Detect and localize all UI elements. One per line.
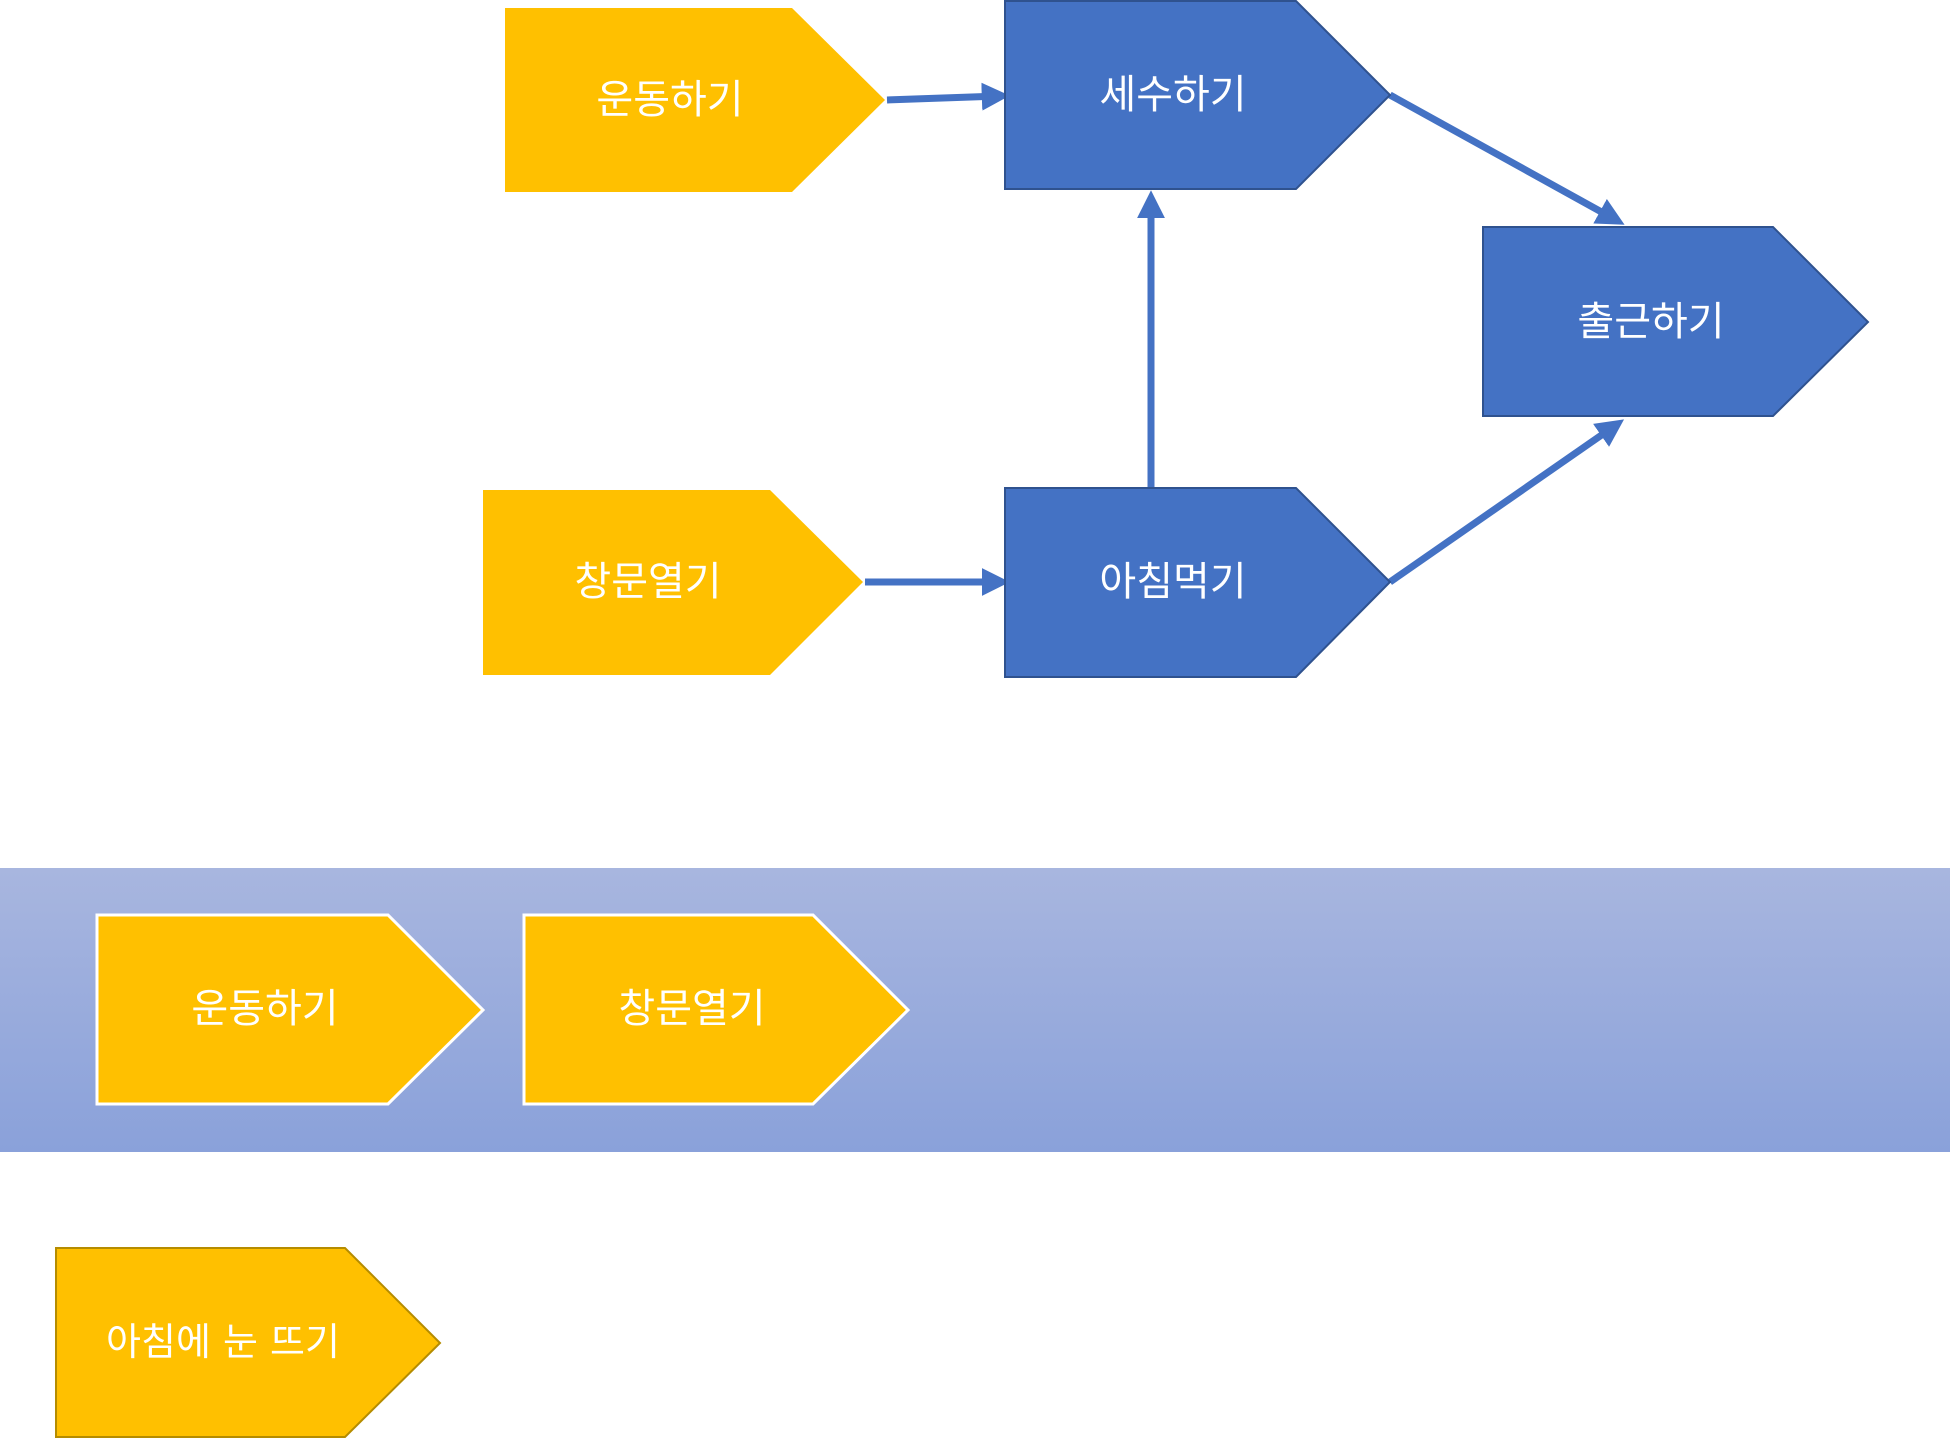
node-window-label: 창문열기 <box>574 559 721 605</box>
node-commute: 출근하기 <box>1482 226 1870 417</box>
band-node-window-label: 창문열기 <box>618 986 765 1032</box>
node-wake-up: 아침에 눈 뜨기 <box>55 1247 442 1438</box>
arrow-wash-to-commute <box>1388 91 1625 225</box>
node-breakfast: 아침먹기 <box>1004 487 1392 678</box>
node-wash: 세수하기 <box>1004 0 1392 190</box>
node-exercise: 운동하기 <box>505 8 885 192</box>
node-wake-up-label: 아침에 눈 뜨기 <box>106 1320 340 1364</box>
node-breakfast-label: 아침먹기 <box>1099 559 1246 605</box>
band-node-exercise-label: 운동하기 <box>191 986 338 1032</box>
node-window: 창문열기 <box>483 490 863 675</box>
arrow-breakfast-to-commute <box>1388 419 1625 585</box>
node-wash-label: 세수하기 <box>1099 72 1246 118</box>
band-node-exercise: 운동하기 <box>95 913 486 1106</box>
node-commute-label: 출근하기 <box>1577 299 1724 345</box>
arrow-exercise-to-wash <box>886 82 1010 111</box>
band-node-window: 창문열기 <box>522 913 911 1106</box>
node-exercise-label: 운동하기 <box>596 77 743 123</box>
